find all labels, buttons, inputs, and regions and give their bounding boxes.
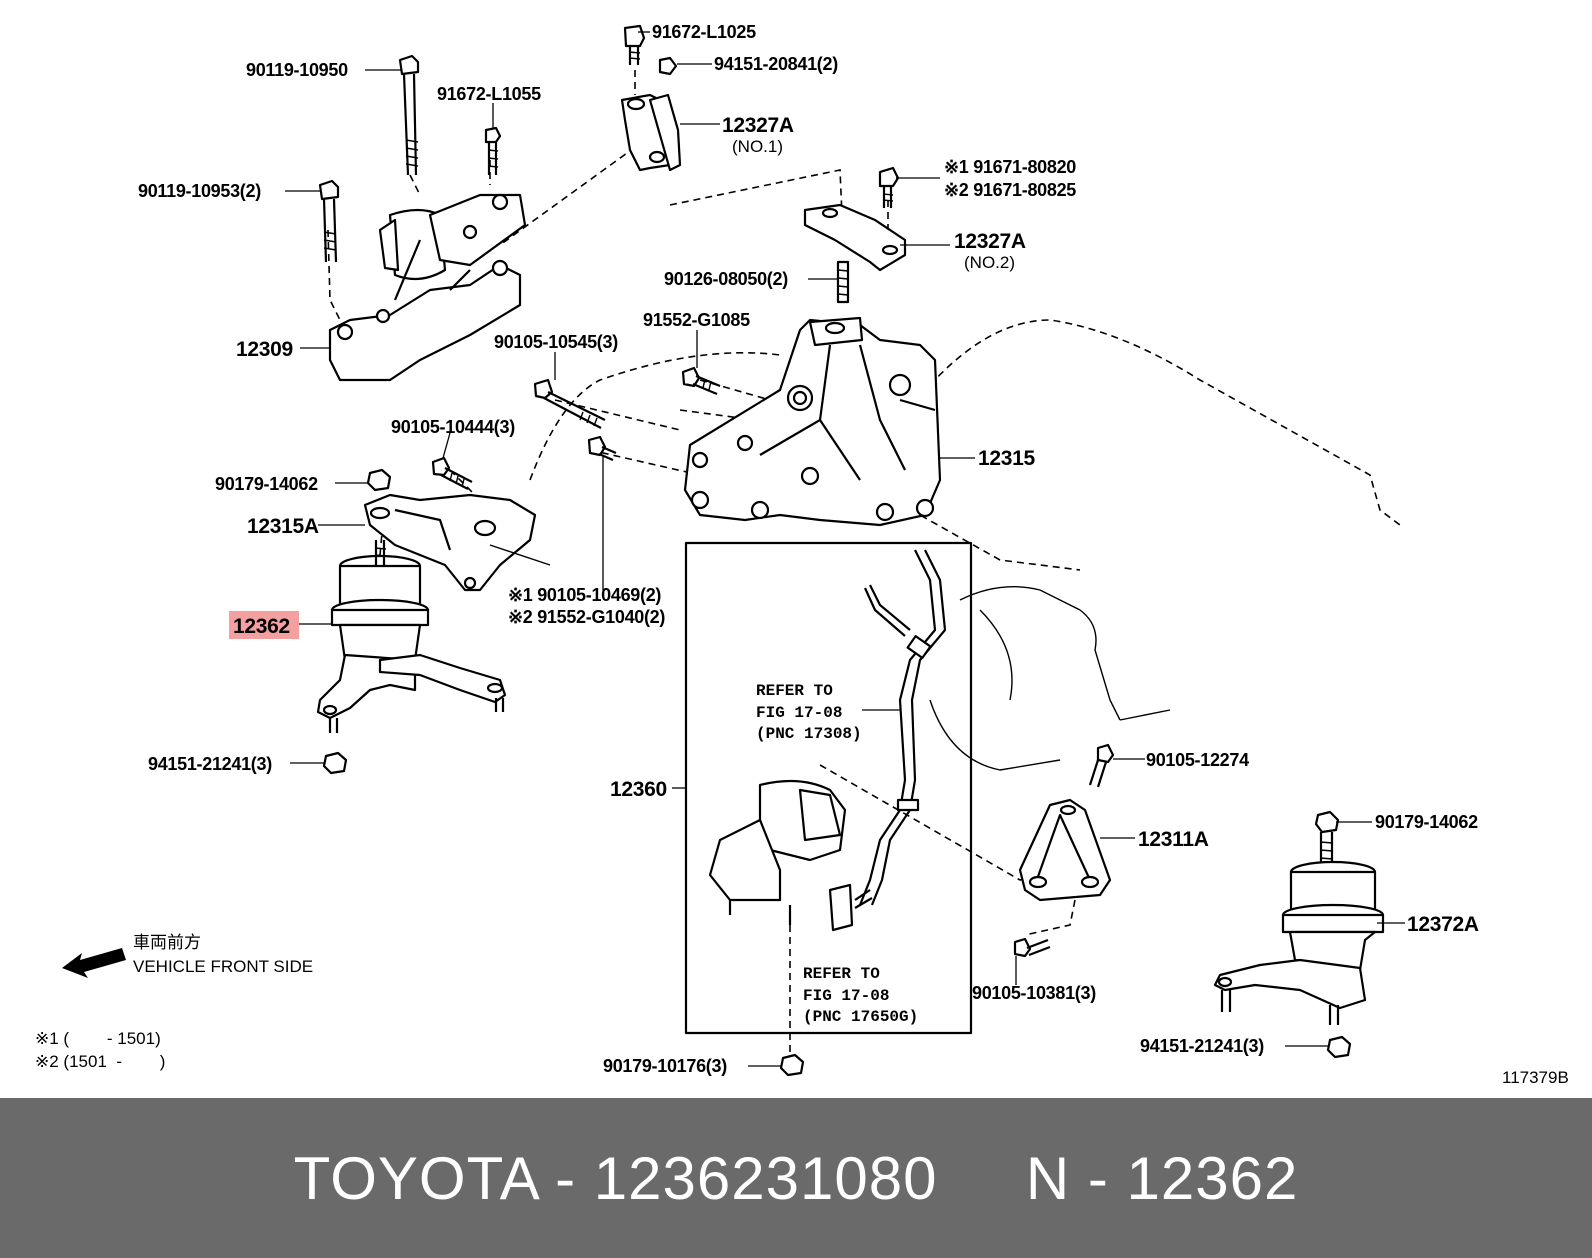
refer1-line3: (PNC 17308) [756,725,862,743]
diagram-labels: 91672-L1025 94151-20841(2) 90119-10950 9… [35,22,1569,1087]
label-91672-l1055: 91672-L1055 [437,84,541,104]
label-90119-10950: 90119-10950 [246,60,348,80]
label-12372a: 12372A [1407,913,1479,936]
part-12372a-mount [1213,810,1385,1025]
bolt-90105-10545 [533,378,606,429]
part-12311a-bracket [1018,798,1112,902]
label-94151-21241-left: 94151-21241(3) [148,754,272,774]
part-12327a-no1 [620,24,682,172]
label-12309: 12309 [236,338,293,361]
part-12309-bracket [328,193,527,382]
refer1-line2: FIG 17-08 [756,704,842,722]
label-91552-g1040: ※2 91552-G1040(2) [508,607,665,627]
bolt-90105-12274 [1088,743,1115,788]
part-number-footer: TOYOTA - 1236231080 N - 12362 [0,1098,1592,1258]
label-90105-10545: 90105-10545(3) [494,332,618,352]
part-12327a-no2 [803,166,907,304]
bolt-90105-10444 [431,456,473,490]
vehicle-front-arrow-icon [62,948,126,978]
engine-outline [529,319,1401,771]
part-12315-bracket [683,316,942,527]
bolt-90105-10381 [1013,937,1051,958]
label-90179-14062-right: 90179-14062 [1375,812,1478,832]
label-note2: ※2 (1501 - ) [35,1052,165,1071]
label-12360: 12360 [610,778,667,801]
part-12360-vacuum-assembly [708,549,947,932]
label-no2: (NO.2) [964,253,1015,272]
label-12327a-no2: 12327A [954,230,1026,253]
label-90179-14062-left: 90179-14062 [215,474,318,494]
label-90105-10469: ※1 90105-10469(2) [508,585,661,605]
label-91552-g1085: 91552-G1085 [643,310,750,330]
label-12311a: 12311A [1138,828,1209,851]
leader-lines [285,31,1405,1067]
label-90105-10381: 90105-10381(3) [972,983,1096,1003]
label-91672-l1025: 91672-L1025 [652,22,756,42]
diagram-canvas: 91672-L1025 94151-20841(2) 90119-10950 9… [35,22,1569,1087]
label-12362: 12362 [233,615,290,638]
label-figure-number: 117379B [1502,1068,1569,1087]
label-12327a-no1: 12327A [722,114,794,137]
nut-94151-21241-right [1326,1035,1352,1059]
label-94151-20841: 94151-20841(2) [714,54,838,74]
box-12360 [684,541,973,1035]
bolt-91672-l1055 [484,126,502,175]
parts-diagram: 91672-L1025 94151-20841(2) 90119-10950 9… [35,22,1569,1087]
refer2-line3: (PNC 17650G) [803,1008,918,1026]
bolt-90105-10469 [587,435,617,462]
label-12315: 12315 [978,447,1036,470]
label-90126-08050: 90126-08050(2) [664,269,788,289]
highlight-12362 [229,611,299,639]
label-12315a: 12315A [247,515,319,538]
label-90119-10953: 90119-10953(2) [138,181,261,201]
nut-94151-21241-left [322,751,348,775]
label-90105-10444: 90105-10444(3) [391,417,515,437]
nut-90179-10176 [779,1053,805,1077]
bolt-91552-g1085 [681,366,721,396]
label-91671-80825: ※2 91671-80825 [944,180,1076,200]
label-94151-21241-right: 94151-21241(3) [1140,1036,1264,1056]
footer-text: TOYOTA - 1236231080 N - 12362 [293,1144,1299,1212]
label-no1: (NO.1) [732,137,783,156]
part-12362-mount [316,540,507,733]
label-90179-10176: 90179-10176(3) [603,1056,727,1076]
nut-90179-14062-left [366,468,392,492]
bolt-90119-10953 [318,179,340,263]
label-91671-80820: ※1 91671-80820 [944,157,1076,177]
bolt-90119-10950 [398,54,420,176]
refer2-line2: FIG 17-08 [803,987,889,1005]
label-note1: ※1 ( - 1501) [35,1029,161,1048]
label-jp-front: 車両前方 [133,933,201,952]
label-90105-12274: 90105-12274 [1146,750,1249,770]
part-12315a-bracket [363,493,551,592]
label-vehicle-front: VEHICLE FRONT SIDE [133,957,313,976]
refer1-line1: REFER TO [756,682,833,700]
refer2-line1: REFER TO [803,965,880,983]
